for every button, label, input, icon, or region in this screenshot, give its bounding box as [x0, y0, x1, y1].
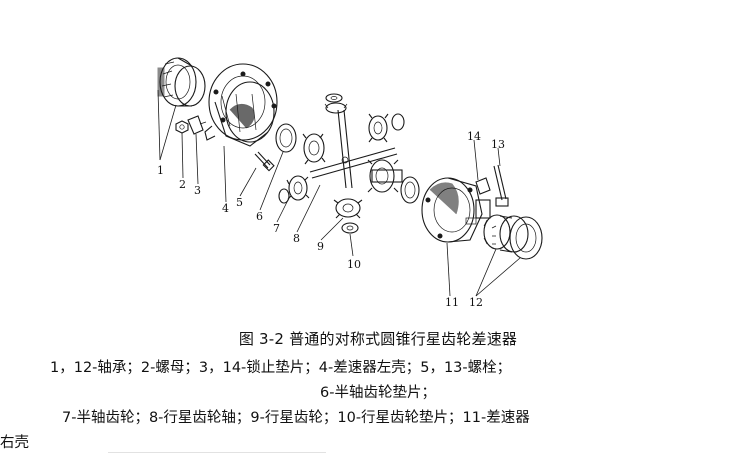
callout-7: 7 — [273, 222, 280, 235]
callout-12: 12 — [469, 296, 483, 309]
part-3-lock-washer — [187, 115, 207, 135]
planet-gear-right — [368, 113, 389, 143]
part-2-nut — [175, 120, 189, 134]
planet-gear-upper — [302, 133, 326, 165]
upper-washers — [324, 93, 405, 131]
part-14-lock-washer — [475, 177, 491, 195]
callout-10: 10 — [347, 258, 361, 271]
legend-line-1: 1，12-轴承；2-螺母；3，14-锁止垫片；4-差速器左壳；5，13-螺栓； — [50, 360, 512, 376]
differential-exploded-view: 1 2 3 4 5 6 7 8 9 10 11 12 13 14 — [157, 57, 543, 309]
figure-caption-title: 图 3-2 普通的对称式圆锥行星齿轮差速器 — [238, 330, 518, 348]
exploded-diagram: 1 2 3 4 5 6 7 8 9 10 11 12 13 14 — [157, 57, 543, 309]
part-8-planet-shaft — [309, 109, 398, 189]
callout-5: 5 — [236, 196, 243, 209]
callout-13: 13 — [491, 138, 505, 151]
legend-line-3: 7-半轴齿轮；8-行星齿轮轴；9-行星齿轮；10-行星齿轮垫片；11-差速器 — [62, 410, 530, 426]
leader-lines — [157, 89, 521, 297]
legend-line-2: 6-半轴齿轮垫片； — [320, 385, 436, 401]
part-11-right-case — [421, 177, 491, 243]
part-9-planet-gear — [333, 198, 363, 219]
part-13-bolt — [493, 164, 509, 207]
part-1-bearing — [157, 57, 206, 107]
callout-14: 14 — [467, 130, 481, 143]
part-10-planet-washer — [341, 222, 359, 234]
callout-11: 11 — [445, 296, 459, 309]
callout-8: 8 — [293, 232, 300, 245]
divider — [108, 452, 326, 453]
callout-3: 3 — [194, 184, 201, 197]
callout-2: 2 — [179, 178, 186, 191]
right-side-gear — [367, 159, 420, 204]
part-12-bearing — [483, 214, 543, 260]
callout-1: 1 — [157, 164, 164, 177]
legend-line-4: 右壳 — [0, 435, 29, 451]
part-6-side-gear-washer — [275, 123, 297, 153]
part-7-side-gear — [278, 175, 310, 204]
part-4-left-case — [204, 63, 278, 147]
callout-4: 4 — [222, 202, 229, 215]
part-5-bolt — [254, 151, 275, 172]
callout-9: 9 — [317, 240, 324, 253]
callout-6: 6 — [256, 210, 263, 223]
